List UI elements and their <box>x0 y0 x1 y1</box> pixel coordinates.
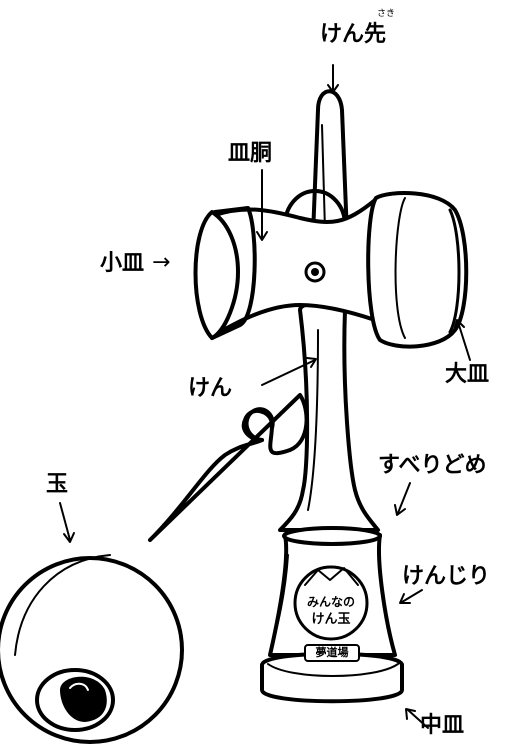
arrow-suberidome <box>397 482 411 514</box>
arrow-kozara-icon: → <box>152 250 171 275</box>
label-ken-saki-ruby: さき <box>377 9 396 19</box>
logo-base-text: 夢道場 <box>315 646 349 659</box>
label-kenjiri: けんじり <box>402 564 491 589</box>
string <box>148 393 309 542</box>
label-suberidome: すべりどめ <box>378 453 487 478</box>
arrow-ken <box>261 359 316 386</box>
logo-line-2: けん玉 <box>311 612 351 627</box>
label-kozara: 小皿 <box>100 251 145 276</box>
arrow-nakazara <box>407 709 429 729</box>
label-oozara: 大皿 <box>445 362 490 387</box>
label-ken-saki: けん先 <box>320 22 387 47</box>
arrow-tama <box>59 502 71 541</box>
handle <box>278 300 380 532</box>
label-sara-dou: 皿胴 <box>228 141 273 166</box>
nakazara-middle-cup <box>260 651 404 704</box>
label-nakazara: 中皿 <box>420 713 465 738</box>
string-loop <box>244 407 275 442</box>
logo-base-plate <box>304 644 360 662</box>
logo-seal <box>293 565 369 641</box>
arrow-oozara <box>457 321 471 361</box>
label-ken: けん <box>188 376 233 401</box>
label-tama: 玉 <box>46 472 69 497</box>
logo-line-1: みんなの <box>306 595 355 609</box>
kozara-small-cup <box>193 210 240 340</box>
arrow-kenjiri <box>401 589 423 603</box>
